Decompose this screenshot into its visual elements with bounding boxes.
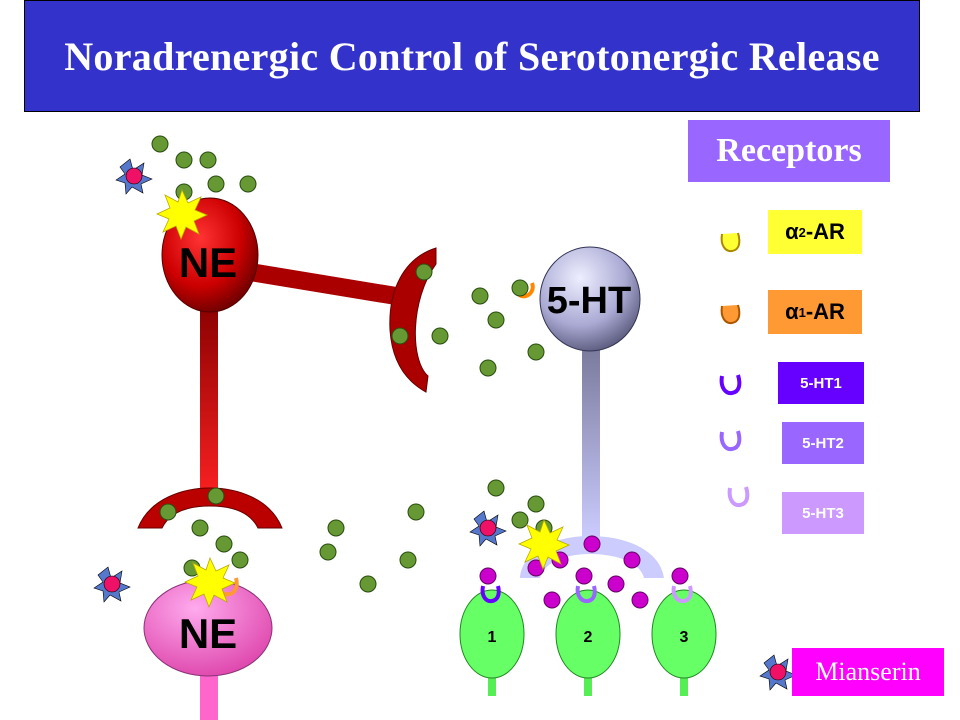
alpha1-receptor-icon bbox=[720, 304, 741, 325]
ht3-receptor-cell-3-icon bbox=[671, 585, 693, 604]
target-cell-3: 3 bbox=[651, 589, 717, 696]
page-title: Noradrenergic Control of Serotonergic Re… bbox=[64, 33, 880, 79]
serotonin-neuron-label: 5-HT bbox=[547, 280, 631, 322]
svg-text:1: 1 bbox=[488, 629, 497, 646]
alpha2-suffix: -AR bbox=[805, 219, 845, 244]
ne-axon-terminal-lower bbox=[137, 487, 283, 529]
ht2-receptor-cell-2-icon bbox=[575, 585, 597, 604]
ht1-receptor-cell-1-icon bbox=[480, 585, 501, 604]
alpha2-subscript: 2 bbox=[798, 224, 806, 240]
serotonin-neuron bbox=[539, 246, 641, 352]
ne-neuron-bottom-label: NE bbox=[179, 610, 237, 657]
ne-neuron-top-label: NE bbox=[179, 239, 237, 286]
legend-mianserin: Mianserin bbox=[792, 648, 944, 696]
legend-5ht2-text: 5-HT2 bbox=[802, 434, 844, 452]
svg-text:2: 2 bbox=[584, 629, 593, 646]
alpha-symbol: α bbox=[785, 299, 799, 324]
legend-5ht3-text: 5-HT3 bbox=[802, 504, 844, 522]
alpha2-receptor-icon bbox=[720, 232, 741, 253]
mianserin-legend-icon bbox=[759, 654, 797, 691]
serotonin-molecules bbox=[479, 535, 689, 609]
legend-5ht2: 5-HT2 bbox=[782, 422, 864, 464]
ne-horizontal-axon bbox=[248, 263, 410, 307]
alpha1-subscript: 1 bbox=[798, 304, 806, 320]
target-cell-1: 1 bbox=[459, 589, 525, 696]
receptors-legend-header: Receptors bbox=[688, 120, 890, 182]
legend-mianserin-text: Mianserin bbox=[815, 657, 921, 686]
mianserin-molecule-icon bbox=[469, 510, 507, 547]
mianserin-molecule-icon bbox=[115, 158, 153, 195]
svg-text:3: 3 bbox=[680, 629, 689, 646]
ht3-receptor-icon bbox=[727, 486, 750, 508]
ht1-receptor-icon bbox=[719, 374, 742, 396]
serotonin-axon bbox=[582, 340, 600, 540]
legend-5ht1-text: 5-HT1 bbox=[800, 374, 842, 392]
alpha1-suffix: -AR bbox=[805, 299, 845, 324]
legend-5ht1: 5-HT1 bbox=[778, 362, 864, 404]
ne-descending-axon bbox=[200, 300, 218, 505]
title-bar: Noradrenergic Control of Serotonergic Re… bbox=[24, 0, 920, 112]
mianserin-molecule-icon bbox=[93, 566, 131, 603]
target-cell-2: 2 bbox=[555, 589, 621, 696]
legend-5ht3: 5-HT3 bbox=[782, 492, 864, 534]
ne-axon-terminal-upper bbox=[389, 247, 437, 393]
receptors-legend-header-text: Receptors bbox=[716, 132, 862, 169]
ht2-receptor-icon bbox=[719, 430, 742, 452]
alpha-symbol: α bbox=[785, 219, 799, 244]
